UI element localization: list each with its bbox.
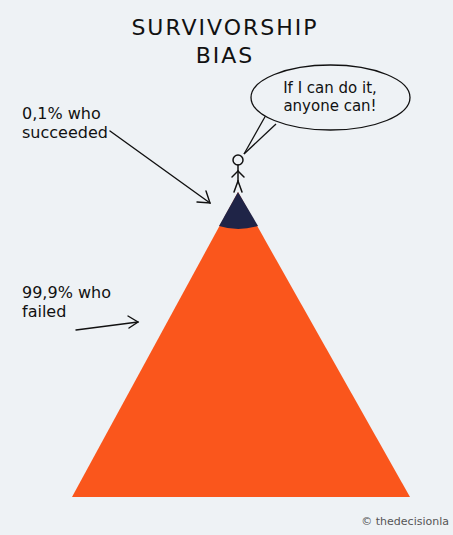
leader-arrow [76, 316, 138, 330]
succeeded-label: 0,1% who succeeded [22, 104, 112, 142]
speech-tail [244, 115, 276, 154]
speech-text: If I can do it, anyone can! [278, 79, 383, 115]
copyright-watermark: © thedecisionla [361, 515, 449, 528]
failed-triangle [72, 192, 410, 497]
speech-bubble: If I can do it, anyone can! [250, 64, 411, 131]
leader-arrow [110, 131, 210, 203]
stick-figure [232, 155, 244, 192]
succeeded-cap [219, 192, 258, 229]
failed-label: 99,9% who failed [22, 283, 112, 321]
title: SURVIVORSHIP BIAS [120, 14, 330, 70]
